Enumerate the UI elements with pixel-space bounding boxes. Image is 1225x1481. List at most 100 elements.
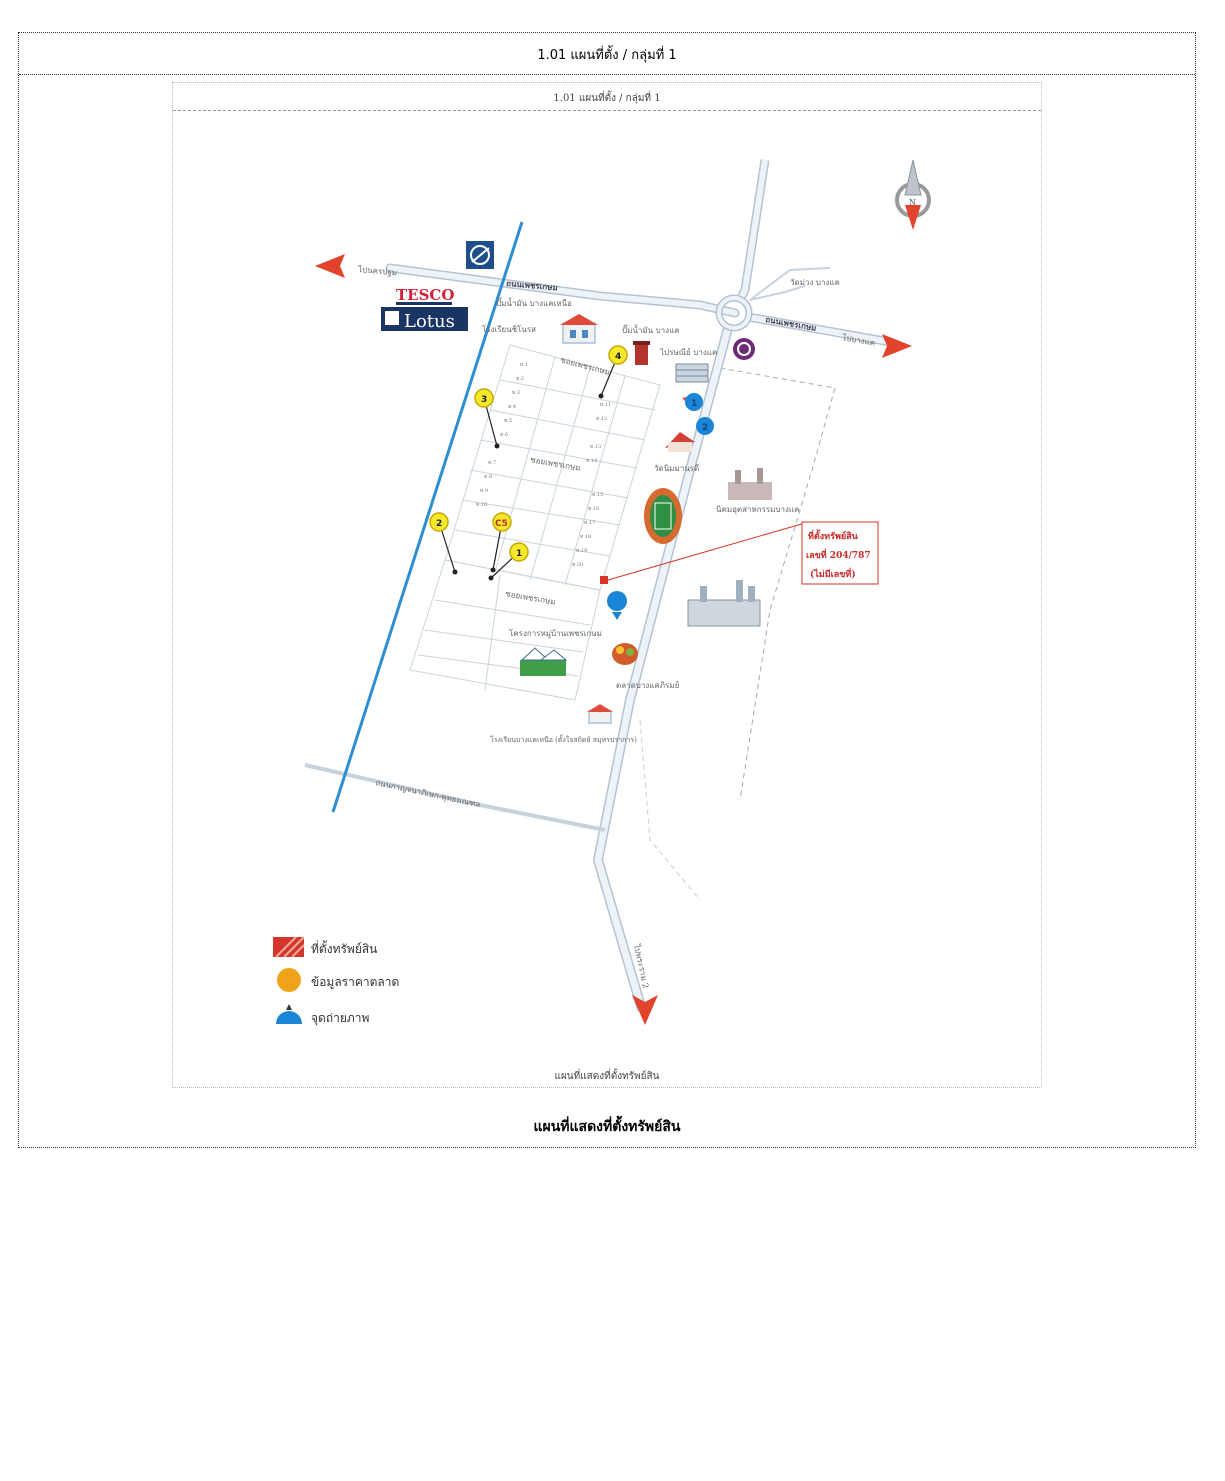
svg-text:ท.8: ท.8	[484, 474, 492, 480]
soi-label: ซอยเพชรเกษม	[530, 455, 582, 473]
svg-text:ท.16: ท.16	[588, 506, 599, 512]
document-caption: แผนที่แสดงที่ตั้งทรัพย์สิน	[533, 1119, 681, 1135]
post-office-label: ไปรษณีย์ บางแค	[659, 347, 717, 357]
svg-text:1: 1	[516, 549, 522, 559]
map-header: 1.01 แผนที่ตั้ง / กลุ่มที่ 1	[173, 83, 1041, 111]
subject-label-line3: (ไม่มีเลขที่)	[810, 567, 856, 580]
temple-icon	[665, 432, 695, 452]
map-image-frame: 1.01 แผนที่ตั้ง / กลุ่มที่ 1 แผนที่แสดงท…	[172, 82, 1042, 1088]
land-plots	[409, 344, 661, 701]
tesco-logo-text: TESCO	[396, 286, 454, 304]
road-label-phetkasem-east: ถนนเพชรเกษม	[765, 314, 818, 333]
arrow-west-icon	[315, 254, 345, 278]
comparable-markers	[438, 354, 619, 581]
location-map: ท.1ท.2ท.3 ท.4ท.5ท.6 ท.7ท.8ท.9 ท.10ท.11ท.…	[273, 159, 931, 1026]
market-icon	[612, 643, 638, 665]
comparable-marker-2[interactable]: 2	[429, 512, 449, 532]
legend-item-photo: จุดถ่ายภาพ	[276, 1004, 370, 1026]
photo-point-2[interactable]: 2	[696, 417, 714, 435]
map-title: 1.01 แผนที่ตั้ง / กลุ่มที่ 1	[553, 93, 661, 104]
svg-text:N: N	[909, 198, 916, 207]
comparable-marker-4[interactable]: 4	[608, 345, 628, 365]
subject-property-marker[interactable]	[600, 576, 608, 584]
industrial-estate-label: นิคมอุตสาหกรรมบางแค	[716, 505, 799, 514]
svg-text:ท.14: ท.14	[586, 458, 597, 464]
industrial-plant-icon	[687, 580, 761, 627]
factory-icon	[728, 468, 772, 500]
map-caption: แผนที่แสดงที่ตั้งทรัพย์สิน	[554, 1071, 660, 1082]
svg-text:ท.10: ท.10	[476, 502, 487, 508]
comparable-marker-3[interactable]: 3	[474, 388, 494, 408]
svg-text:ท.12: ท.12	[596, 416, 607, 422]
canal-line	[331, 221, 524, 813]
svg-text:ท.2: ท.2	[516, 376, 524, 382]
svg-text:ท.17: ท.17	[584, 520, 595, 526]
map-legend: ที่ตั้งทรัพย์สิน ข้อมูลราคาตลาด จุดถ่ายภ…	[273, 936, 399, 1026]
svg-text:1: 1	[691, 399, 697, 409]
gas-station-label: ปั๊มน้ำมัน บางแค	[622, 324, 680, 335]
svg-text:ท.15: ท.15	[592, 492, 603, 498]
housing-icon	[520, 647, 568, 676]
legend-label-comparables: ข้อมูลราคาตลาด	[311, 975, 399, 990]
document-title: 1.01 แผนที่ตั้ง / กลุ่มที่ 1	[537, 48, 677, 63]
boundary-line	[639, 719, 701, 901]
temple-label: วัดนิมมานรดี	[654, 464, 699, 473]
svg-text:ท.4: ท.4	[508, 404, 516, 410]
lotus-logo-text: Lotus	[404, 311, 455, 332]
svg-text:ท.13: ท.13	[590, 444, 601, 450]
footer-layer: แผนที่แสดงที่ตั้งทรัพย์สิน	[18, 32, 1196, 1148]
comparable-marker-c5[interactable]: C5	[492, 512, 512, 532]
photo-point-1[interactable]: 1	[682, 393, 703, 411]
north-arrow-icon: N	[895, 159, 931, 230]
svg-text:4: 4	[615, 352, 621, 362]
landmark-label: วัดม่วง บางแค	[790, 278, 840, 287]
school-icon	[560, 314, 598, 344]
svg-text:ท.7: ท.7	[488, 460, 496, 466]
hospital-icon	[733, 338, 755, 360]
plot-numbers: ท.1ท.2ท.3 ท.4ท.5ท.6 ท.7ท.8ท.9 ท.10ท.11ท.…	[476, 362, 611, 568]
housing-label: โครงการหมู่บ้านเพชรเกษม	[509, 628, 602, 639]
bank-icon	[466, 241, 494, 269]
school-south-label: โรงเรียนบางแคเหนือ (ตั้งใจสถิตย์ สมุทรปร…	[490, 733, 637, 744]
arrow-south-icon	[632, 995, 658, 1025]
legend-label-subject: ที่ตั้งทรัพย์สิน	[311, 940, 377, 956]
comparable-marker-1[interactable]: 1	[509, 542, 529, 562]
svg-text:ท.20: ท.20	[572, 562, 583, 568]
direction-label-west: ไปนครปฐม	[357, 265, 398, 277]
soi-label: ซอยเพชรเกษม	[505, 589, 557, 607]
boundary-line	[719, 367, 836, 801]
gas-station-label: ปั๊มน้ำมัน บางแคเหนือ	[496, 297, 572, 308]
svg-text:ท.5: ท.5	[504, 418, 512, 424]
svg-text:ท.6: ท.6	[500, 432, 508, 438]
svg-text:C5: C5	[495, 519, 508, 529]
svg-text:ท.9: ท.9	[480, 488, 488, 494]
road-label-south: ถนนกาญจนาภิเษก-พุทธมณฑล	[375, 778, 482, 809]
photo-point-3[interactable]	[607, 591, 627, 620]
subject-label-line2: เลขที่ 204/787	[806, 548, 871, 561]
arrow-east-icon	[882, 334, 912, 358]
legend-label-photo: จุดถ่ายภาพ	[311, 1011, 370, 1026]
svg-text:3: 3	[481, 395, 487, 405]
document-header: 1.01 แผนที่ตั้ง / กลุ่มที่ 1	[19, 33, 1195, 75]
svg-text:ท.3: ท.3	[512, 390, 520, 396]
building-icon	[675, 363, 709, 383]
legend-item-subject: ที่ตั้งทรัพย์สิน	[273, 936, 377, 958]
subject-pointer-line	[607, 522, 806, 581]
svg-text:ท.19: ท.19	[576, 548, 587, 554]
tesco-lotus-logo: TESCO Lotus	[381, 282, 468, 332]
road-label-phetkasem: ถนนเพชรเกษม	[506, 278, 558, 292]
svg-text:ท.1: ท.1	[520, 362, 528, 368]
school-south-icon	[587, 704, 613, 724]
svg-text:2: 2	[702, 423, 708, 433]
legend-item-comparables: ข้อมูลราคาตลาด	[277, 968, 399, 992]
document-frame: 1.01 แผนที่ตั้ง / กลุ่มที่ 1	[18, 32, 1196, 1148]
school-label: โรงเรียนชิโนรส	[482, 324, 536, 334]
market-label: ตลาดบางแคภิรมย์	[616, 680, 679, 690]
stadium-icon	[644, 488, 682, 544]
svg-text:ท.18: ท.18	[580, 534, 591, 540]
post-box-icon	[633, 341, 650, 365]
subject-label-line1: ที่ตั้งทรัพย์สิน	[808, 529, 859, 542]
subject-label-box: ที่ตั้งทรัพย์สิน เลขที่ 204/787 (ไม่มีเล…	[801, 521, 879, 585]
svg-text:2: 2	[436, 519, 442, 529]
soi-label: ซอยเพชรเกษม	[559, 355, 610, 377]
